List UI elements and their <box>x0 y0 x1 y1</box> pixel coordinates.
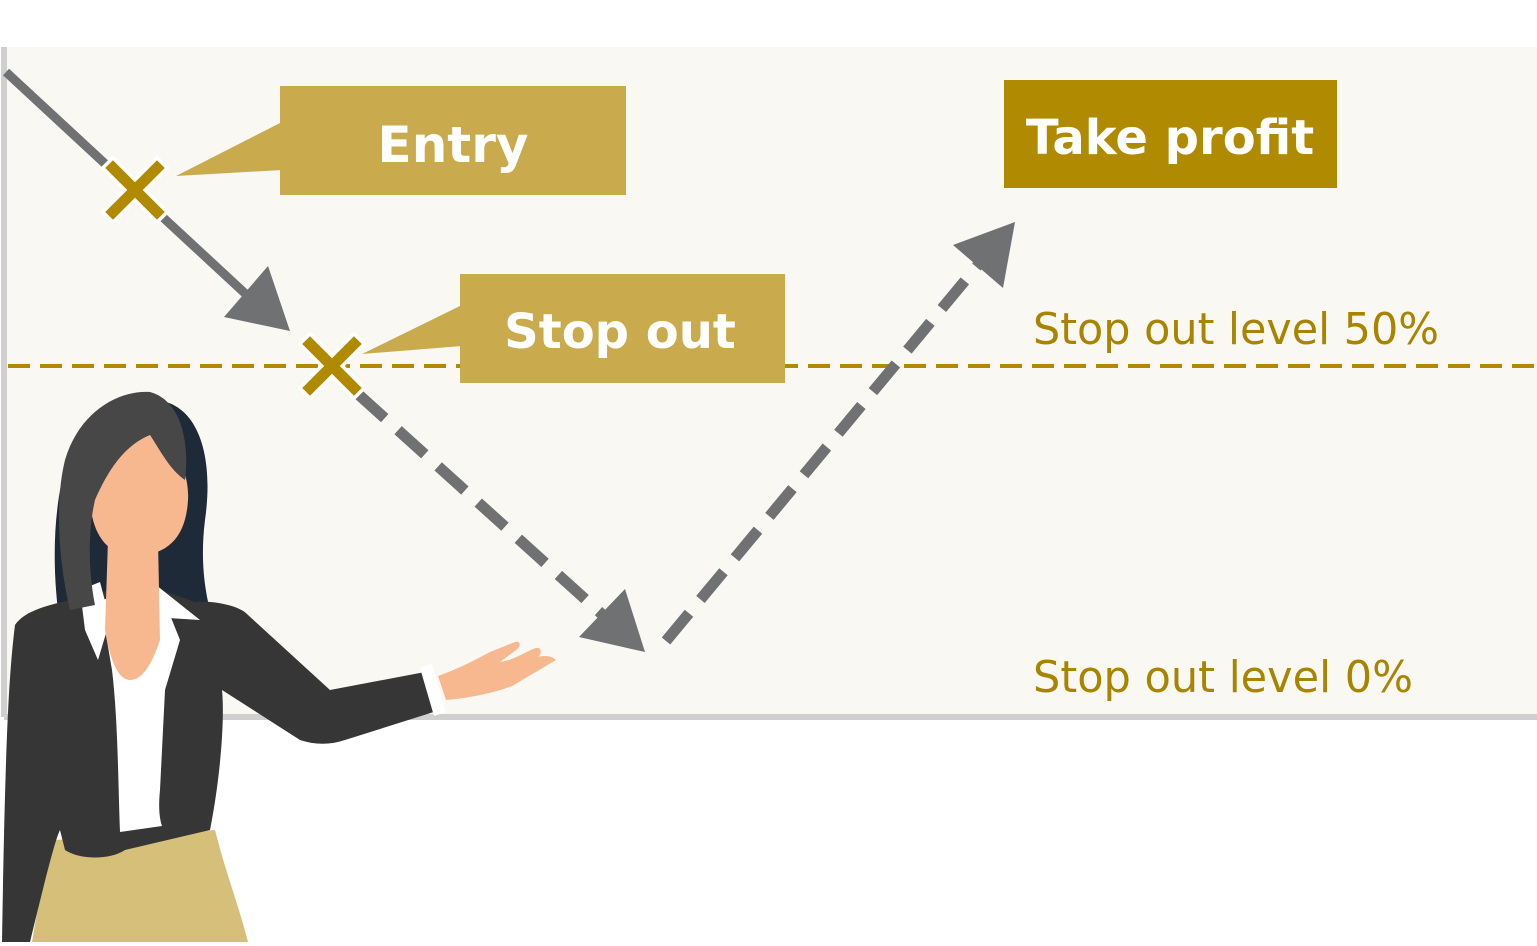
presenter-jacket <box>2 588 440 942</box>
stop-out-label: Stop out <box>504 304 736 360</box>
price-path-dashed-down <box>354 389 609 622</box>
take-profit-label: Take profit <box>1026 110 1314 166</box>
entry-callout-pointer <box>176 122 282 176</box>
stop-out-callout-box <box>460 274 785 383</box>
price-path-dashed-down-arrowhead <box>579 589 645 652</box>
entry-callout-box <box>280 86 626 195</box>
stop-out-marker-icon <box>297 331 367 401</box>
price-path-dashed-up-arrowhead <box>953 222 1015 288</box>
presenter-skirt <box>32 830 248 942</box>
presenter-hair-front <box>58 391 187 610</box>
presenter-neck <box>105 540 160 680</box>
take-profit-callout: Take profit <box>1004 80 1337 188</box>
presenter-illustration <box>2 391 556 942</box>
entry-marker-icon <box>100 155 170 225</box>
entry-callout: Entry <box>176 86 626 195</box>
price-path-dashed-up <box>661 261 983 645</box>
price-path-solid-arrowhead <box>224 266 290 331</box>
stop-out-callout: Stop out <box>362 274 785 383</box>
presenter-hand <box>438 641 556 700</box>
stop-out-level-0-label: Stop out level 0% <box>1033 652 1413 703</box>
stop-out-level-50-label: Stop out level 50% <box>1033 304 1439 355</box>
presenter-cuff <box>420 664 446 716</box>
presenter-collar-right <box>156 585 200 620</box>
entry-label: Entry <box>378 116 529 174</box>
take-profit-box <box>1004 80 1337 188</box>
stop-out-callout-pointer <box>362 305 462 354</box>
